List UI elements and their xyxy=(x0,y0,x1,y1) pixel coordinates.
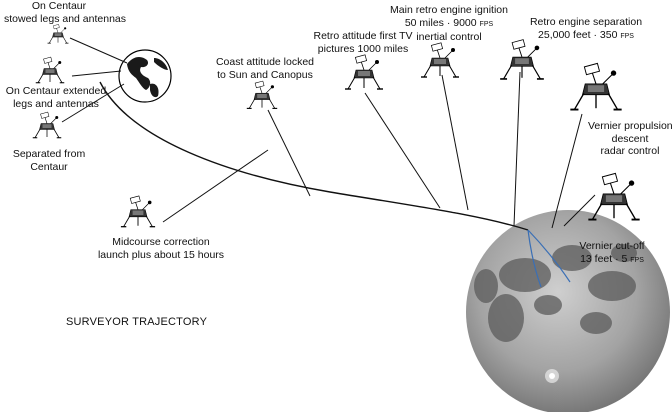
lander-extended xyxy=(36,57,65,83)
label-coast: Coast attitude locked to Sun and Canopus xyxy=(210,56,320,81)
lander-separated xyxy=(33,112,62,138)
earth xyxy=(119,50,171,102)
lander-coast xyxy=(247,81,277,108)
lander-stowed xyxy=(48,24,69,43)
diagram-title: SURVEYOR TRAJECTORY xyxy=(66,316,207,328)
lander-main-retro xyxy=(421,43,459,77)
label-midcourse: Midcourse correction launch plus about 1… xyxy=(96,236,226,261)
label-main-retro: Main retro engine ignition 50 miles · 90… xyxy=(388,4,510,44)
label-vernier: Vernier propulsion descent radar control xyxy=(588,120,672,158)
trajectory-path xyxy=(100,82,528,230)
label-separation: Retro engine separation 25,000 feet · 35… xyxy=(528,16,644,43)
lander-vernier xyxy=(570,63,621,109)
label-separated: Separated from Centaur xyxy=(4,148,94,173)
label-extended: On Centaur extended legs and antennas xyxy=(0,85,112,110)
lander-separation xyxy=(500,40,544,79)
lander-midcourse xyxy=(121,196,155,227)
lander-cutoff xyxy=(588,173,639,219)
label-stowed: On Centaur stowed legs and antennas xyxy=(4,0,114,25)
lander-retro-attitude xyxy=(345,55,383,89)
label-cutoff: Vernier cut-off 13 feet · 5 FPS xyxy=(576,240,648,267)
